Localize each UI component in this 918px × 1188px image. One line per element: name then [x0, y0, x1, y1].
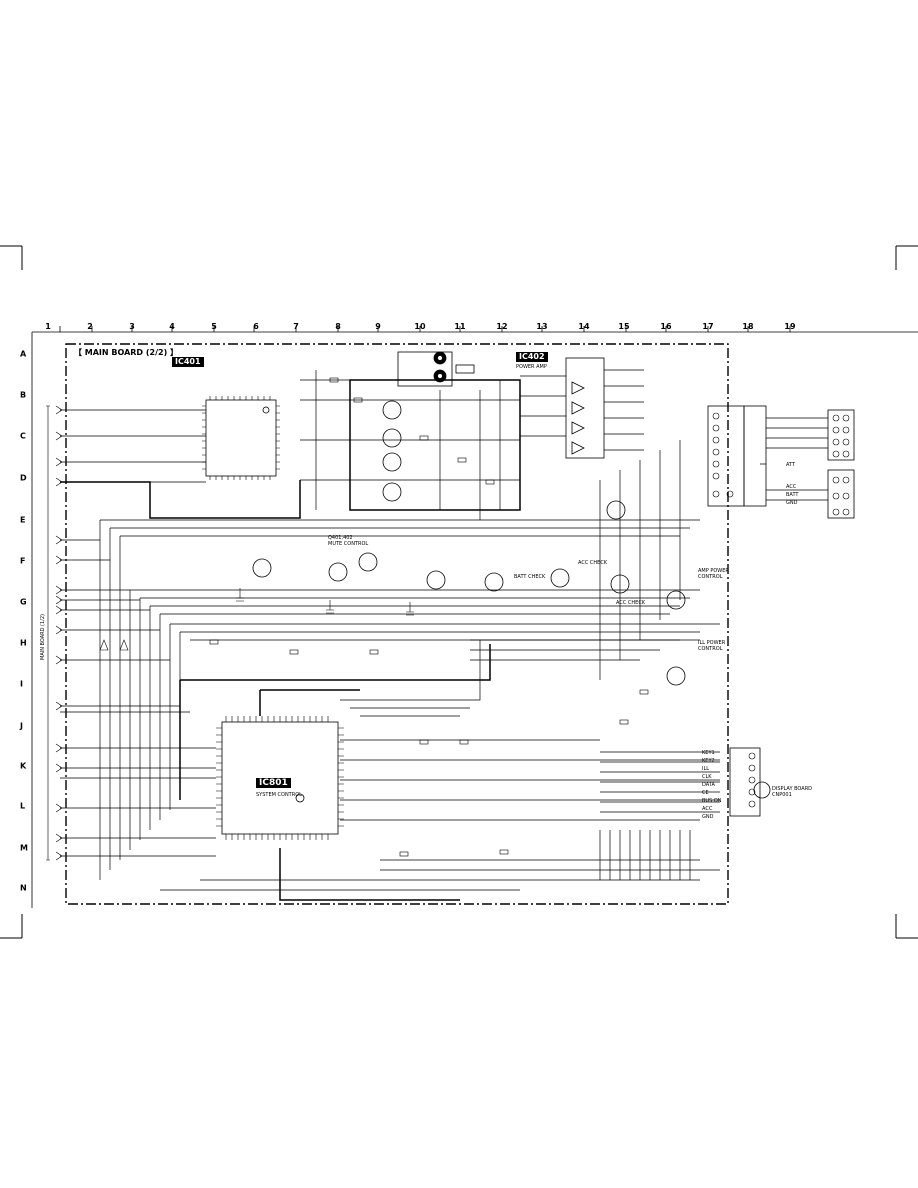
grid-row-m: M — [20, 843, 28, 853]
grid-col-2: 2 — [87, 322, 93, 331]
grid-col-11: 11 — [454, 322, 466, 331]
conn-bus-on: BUS ON — [702, 798, 722, 804]
ic401-chip — [202, 396, 280, 480]
acc-check-label-2: ACC CHECK — [616, 600, 646, 606]
grid-col-14: 14 — [578, 322, 590, 331]
ill-power-control-label: ILL POWER CONTROL — [698, 640, 726, 652]
wiring — [60, 370, 720, 891]
grid-row-k: K — [20, 761, 27, 771]
grid-col-12: 12 — [496, 322, 508, 331]
conn-key2: KEY2 — [702, 758, 715, 764]
grid-row-h: H — [20, 638, 27, 648]
crop-marks — [0, 245, 918, 939]
ic402-label: IC402 — [516, 352, 548, 362]
grid-row-g: G — [20, 597, 27, 607]
conn-acc: ACC — [786, 484, 797, 490]
side-board-label: MAIN BOARD (1/2) — [40, 613, 46, 660]
conn-att: ATT — [786, 462, 796, 468]
board-title: 【 MAIN BOARD (2/2) 】 — [74, 348, 179, 357]
grid-row-j: J — [20, 721, 23, 731]
conn-clk: CLK — [702, 774, 712, 780]
grid-row-b: B — [20, 390, 27, 400]
grid-col-3: 3 — [129, 322, 135, 331]
conn-ce: CE — [702, 790, 709, 796]
ic401-label: IC401 — [172, 357, 204, 367]
conn-acc-2: ACC — [702, 806, 713, 812]
transistors — [252, 400, 686, 686]
grid-row-e: E — [20, 515, 26, 525]
left-arrows — [46, 405, 63, 861]
grid-col-9: 9 — [375, 322, 381, 331]
grid-col-18: 18 — [742, 322, 754, 331]
jack-block — [397, 351, 475, 387]
grid-row-c: C — [20, 431, 26, 441]
conn-gnd-2: GND — [702, 814, 714, 820]
conn-key1: KEY1 — [702, 750, 715, 756]
conn-gnd: GND — [786, 500, 798, 506]
grid-row-a: A — [20, 349, 27, 359]
ic801-label: IC801 — [256, 778, 291, 788]
grid-row-d: D — [20, 473, 27, 483]
bold-wiring — [60, 379, 521, 901]
conn-ill: ILL — [702, 766, 710, 772]
ic402-chip — [520, 357, 644, 459]
grid-col-8: 8 — [335, 322, 341, 331]
grid-col-13: 13 — [536, 322, 548, 331]
conn-batt: BATT — [786, 492, 799, 498]
grid-col-10: 10 — [414, 322, 426, 331]
board-outline — [65, 343, 729, 905]
conn-data: DATA — [702, 782, 715, 788]
amp-power-control-label: AMP POWER CONTROL — [698, 568, 729, 580]
grid-col-6: 6 — [253, 322, 259, 331]
grid-col-4: 4 — [169, 322, 175, 331]
grid-row-i: I — [20, 679, 23, 689]
acc-check-label-1: ACC CHECK — [578, 560, 608, 566]
grid-row-f: F — [20, 556, 26, 566]
grid-row-l: L — [20, 801, 26, 811]
grid-col-1: 1 — [45, 322, 51, 331]
grid-col-5: 5 — [211, 322, 217, 331]
grid-col-16: 16 — [660, 322, 672, 331]
mute-control-label: Q401,402 MUTE CONTROL — [328, 535, 369, 547]
right-connectors — [600, 405, 855, 817]
components — [99, 377, 649, 857]
grid-row-n: N — [20, 883, 27, 893]
batt-check-label: BATT CHECK — [514, 574, 546, 580]
grid-col-15: 15 — [618, 322, 630, 331]
grid-col-17: 17 — [702, 322, 714, 331]
connector-pins — [712, 412, 850, 808]
grid-col-7: 7 — [293, 322, 299, 331]
display-board-label: DISPLAY BOARD CNP001 — [772, 786, 813, 798]
ic402-desc: POWER AMP — [516, 364, 547, 370]
grid-col-19: 19 — [784, 322, 796, 331]
ic801-desc: SYSTEM CONTROL — [256, 792, 302, 798]
ic801-chip — [216, 716, 344, 840]
grid-ruler — [31, 326, 918, 908]
